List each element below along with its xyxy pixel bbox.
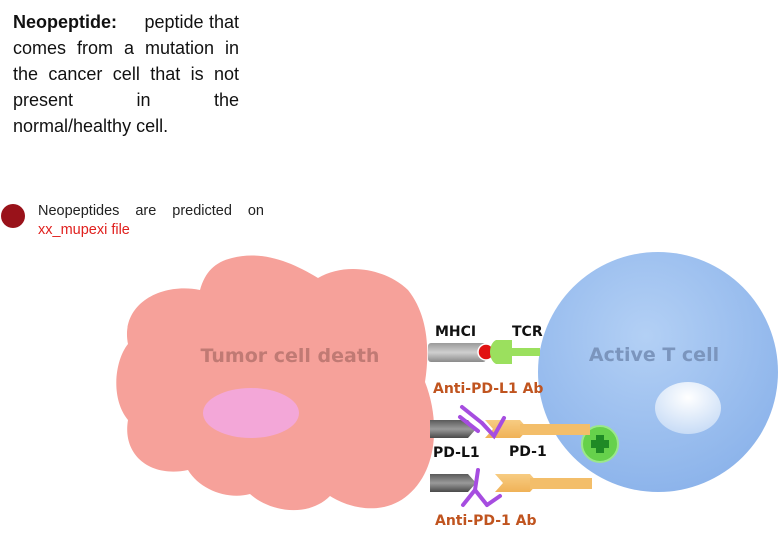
tcr-receptor xyxy=(490,340,540,364)
anti-pd-l1-antibody xyxy=(458,405,506,440)
anti-pd-1-label: Anti-PD-1 Ab xyxy=(435,513,537,529)
anti-pd-l1-label: Anti-PD-L1 Ab xyxy=(433,381,543,397)
pd-l1-receptor-lower xyxy=(430,474,476,492)
mhci-label: MHCI xyxy=(435,324,476,340)
t-cell xyxy=(538,252,778,492)
mupexi-file-link: xx_mupexi file xyxy=(38,222,130,238)
mhci-receptor xyxy=(428,343,486,362)
definition-text: peptide that comes from a mutation in th… xyxy=(13,12,239,136)
pd-l1-receptor-upper xyxy=(430,420,476,438)
pd-1-receptor-lower xyxy=(495,474,592,492)
pd-1-label: PD-1 xyxy=(509,444,547,460)
pd-l1-label: PD-L1 xyxy=(433,445,480,461)
t-cell-label: Active T cell xyxy=(589,344,719,366)
prediction-note: Neopeptides are predicted on xx_mupexi f… xyxy=(38,202,264,240)
bullet-icon xyxy=(1,204,25,228)
activation-plus-icon xyxy=(581,425,619,463)
neopeptide-definition: Neopeptide: peptide that comes from a mu… xyxy=(13,9,239,139)
definition-term: Neopeptide: xyxy=(13,12,118,32)
note-line-1: Neopeptides are predicted on xyxy=(38,203,264,219)
tumor-nucleus xyxy=(203,388,299,438)
t-cell-nucleus xyxy=(655,382,721,434)
tumor-cell xyxy=(116,255,435,511)
tcr-label: TCR xyxy=(512,324,543,340)
anti-pd-1-antibody xyxy=(461,468,502,507)
tumor-cell-label: Tumor cell death xyxy=(201,345,380,367)
